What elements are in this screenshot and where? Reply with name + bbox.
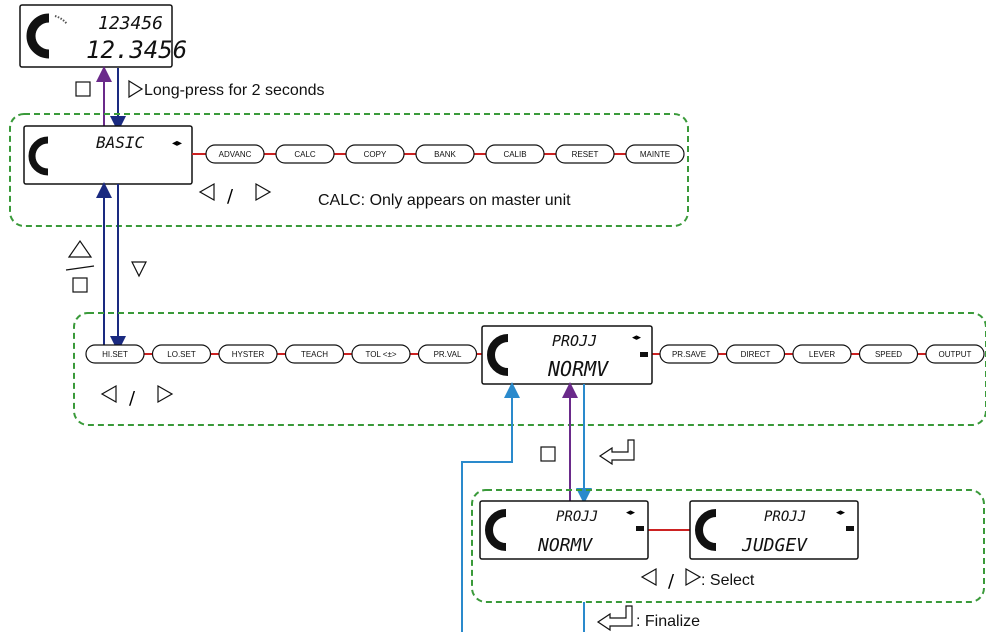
basic-menu-item-pr-val[interactable]: PR.VAL: [417, 344, 478, 364]
svg-text:/: /: [227, 186, 234, 207]
basic-menu-item-label: HYSTER: [232, 350, 265, 359]
up-arrow-cyan: [461, 382, 520, 632]
basic-menu-item-label: TOL <±>: [365, 350, 396, 359]
main-menu-item-label: CALC: [294, 150, 316, 159]
basic-menu-item-hyster[interactable]: HYSTER: [218, 344, 278, 364]
main-menu-group: [9, 113, 689, 227]
main-menu-item-mainte[interactable]: MAINTE: [625, 144, 685, 164]
select-note: : Select: [701, 572, 755, 589]
nav-arrows-icon: ◂▸: [836, 508, 846, 518]
gauge-icon: [485, 509, 507, 551]
option-display-normal: PROJJ NORMV ◂▸: [479, 500, 649, 560]
gauge-icon: [26, 13, 68, 59]
left-triangle-icon: [198, 182, 215, 202]
enter-key-icon: [596, 605, 633, 632]
main-menu-item-advanc[interactable]: ADVANC: [205, 144, 265, 164]
top-display: 123456 12.3456: [19, 4, 187, 68]
basic-menu-item-label: LO.SET: [167, 350, 196, 359]
main-menu-item-copy[interactable]: COPY: [345, 144, 405, 164]
projection-display-line2: NORMV: [547, 357, 609, 381]
option1-line2: NORMV: [537, 535, 593, 556]
basic-menu-group: [73, 312, 986, 426]
main-menu-item-calc[interactable]: CALC: [275, 144, 335, 164]
option-display-judge: PROJJ JUDGEV ◂▸: [689, 500, 859, 560]
option2-line2: JUDGEV: [741, 535, 808, 556]
square-button-icon: [540, 446, 556, 462]
right-triangle-icon: [128, 79, 144, 99]
main-menu: ADVANC CALC COPY BANK CALIB RESET MAINTE: [205, 144, 685, 164]
main-menu-item-label: BANK: [434, 150, 456, 159]
basic-menu-item-teach[interactable]: TEACH: [284, 344, 345, 364]
nav-arrows-icon: ◂▸: [632, 333, 642, 343]
svg-text:/: /: [129, 388, 136, 409]
basic-menu-item-label: HI.SET: [102, 350, 128, 359]
basic-menu-item-label: PR.SAVE: [672, 350, 706, 359]
basic-display: BASIC ◂▸: [23, 125, 193, 185]
right-triangle-icon: [255, 182, 272, 202]
basic-menu-item-direct[interactable]: DIRECT: [725, 344, 786, 364]
main-menu-item-label: MAINTE: [640, 150, 670, 159]
left-triangle-icon: [100, 384, 117, 404]
enter-key-icon: [598, 439, 635, 466]
basic-menu-item-tol[interactable]: TOL <±>: [351, 344, 411, 364]
basic-menu-right: PR.SAVE DIRECT LEVER SPEED OUTPUT: [659, 344, 985, 364]
main-menu-item-label: CALIB: [503, 150, 526, 159]
basic-menu-item-lever[interactable]: LEVER: [792, 344, 852, 364]
gauge-icon: [28, 136, 49, 176]
square-button-icon: [72, 277, 88, 293]
gauge-icon: [695, 509, 717, 551]
option1-line1: PROJJ: [556, 509, 598, 525]
svg-text:/: /: [668, 571, 675, 592]
basic-menu-item-speed[interactable]: SPEED: [858, 344, 919, 364]
basic-menu-item-hi-set[interactable]: HI.SET: [85, 344, 145, 364]
main-menu-item-calib[interactable]: CALIB: [485, 144, 545, 164]
basic-menu-item-output[interactable]: OUTPUT: [925, 344, 985, 364]
up-triangle-icon: [67, 239, 93, 258]
basic-menu-item-pr-save[interactable]: PR.SAVE: [659, 344, 719, 364]
square-button-icon: [75, 81, 91, 97]
calc-note: CALC: Only appears on master unit: [318, 192, 571, 209]
basic-menu-item-label: DIRECT: [741, 350, 771, 359]
nav-arrows-icon: ◂▸: [626, 508, 636, 518]
left-triangle-icon: [640, 567, 657, 587]
top-display-line2: 12.3456: [86, 36, 187, 64]
finalize-note: : Finalize: [636, 613, 700, 630]
projection-display-line1: PROJJ: [552, 332, 597, 350]
basic-menu-left: HI.SET LO.SET HYSTER TEACH TOL <±> PR.VAL: [85, 344, 478, 364]
main-menu-item-label: ADVANC: [219, 150, 252, 159]
nav-arrows-icon: ◂▸: [172, 138, 182, 149]
down-triangle-icon: [131, 261, 147, 278]
basic-menu-item-label: PR.VAL: [434, 350, 462, 359]
projection-display: PROJJ NORMV ◂▸: [481, 325, 653, 385]
basic-menu-item-lo-set[interactable]: LO.SET: [151, 344, 212, 364]
basic-menu-item-label: LEVER: [809, 350, 835, 359]
basic-menu-item-label: OUTPUT: [939, 350, 972, 359]
main-menu-item-label: COPY: [364, 150, 387, 159]
basic-display-text: BASIC: [96, 133, 145, 152]
option2-line1: PROJJ: [764, 509, 806, 525]
basic-menu-item-label: SPEED: [875, 350, 902, 359]
main-menu-item-reset[interactable]: RESET: [555, 144, 615, 164]
gauge-icon: [487, 334, 509, 376]
top-display-line1: 123456: [98, 13, 163, 34]
right-triangle-icon: [685, 567, 702, 587]
option-group: [471, 489, 985, 603]
main-menu-item-label: RESET: [572, 150, 599, 159]
right-triangle-icon: [157, 384, 174, 404]
main-menu-item-bank[interactable]: BANK: [415, 144, 475, 164]
long-press-note: Long-press for 2 seconds: [144, 82, 325, 99]
basic-menu-item-label: TEACH: [301, 350, 328, 359]
